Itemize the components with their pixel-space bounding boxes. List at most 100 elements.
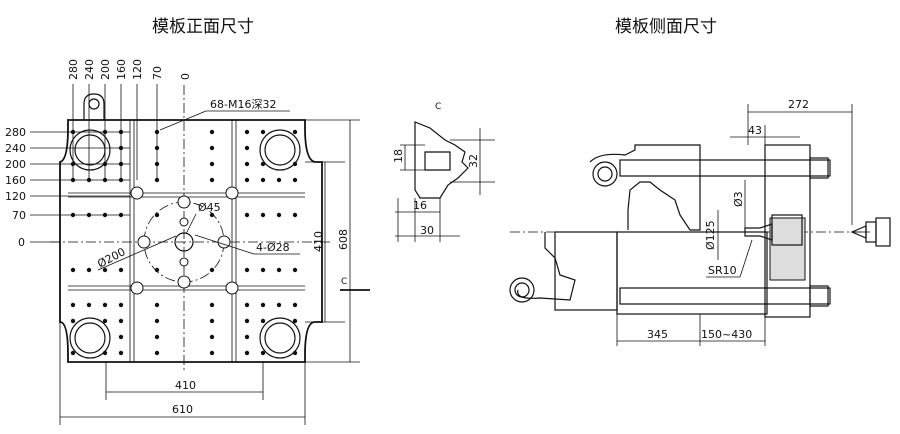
tapped-hole xyxy=(244,161,250,167)
tapped-hole xyxy=(70,267,76,273)
detail-slot xyxy=(424,151,451,171)
tie-bar-top xyxy=(619,159,831,177)
tapped-hole xyxy=(209,129,215,135)
dim-150-430: 150~430 xyxy=(701,328,752,341)
small-hole xyxy=(179,217,189,227)
dim-43: 43 xyxy=(748,124,762,137)
thread-callout: 68-M16深32 xyxy=(210,98,276,111)
tie-bar-hole xyxy=(259,129,301,171)
left-label: 120 xyxy=(5,190,26,203)
tapped-hole xyxy=(260,212,266,218)
tapped-hole xyxy=(209,161,215,167)
moving-platen-lower xyxy=(554,231,618,311)
tie-bar-hole xyxy=(69,129,111,171)
tapped-hole xyxy=(209,302,215,308)
tapped-hole xyxy=(209,350,215,356)
dim-410-horizontal: 410 xyxy=(175,379,196,392)
slot-hole xyxy=(225,186,239,200)
tapped-hole xyxy=(276,302,282,308)
tapped-hole xyxy=(260,129,266,135)
dim-d125: Ø125 xyxy=(704,220,717,250)
dim-30: 30 xyxy=(420,224,434,237)
tapped-hole xyxy=(292,318,298,324)
tie-nut-top xyxy=(809,157,829,179)
tie-bar-inner xyxy=(74,322,106,354)
top-coordinate-labels: 280 240 200 160 120 70 0 xyxy=(67,59,192,80)
tapped-hole xyxy=(244,129,250,135)
side-view: 272 43 Ø3 Ø125 SR10 345 150~430 xyxy=(509,98,891,346)
tapped-hole xyxy=(118,350,124,356)
tapped-hole xyxy=(260,318,266,324)
top-label: 0 xyxy=(179,73,192,80)
tapped-hole xyxy=(118,334,124,340)
tapped-hole xyxy=(118,318,124,324)
slot-hole xyxy=(130,281,144,295)
top-label: 240 xyxy=(83,59,96,80)
injection-unit-body xyxy=(875,217,891,247)
tapped-hole xyxy=(260,350,266,356)
tie-bar-inner xyxy=(74,134,106,166)
top-label: 160 xyxy=(115,59,128,80)
tapped-hole xyxy=(118,267,124,273)
tapped-hole xyxy=(209,318,215,324)
section-mark-c: C xyxy=(341,277,347,287)
tapped-hole xyxy=(154,267,160,273)
holes-leader xyxy=(194,234,255,255)
center-hole xyxy=(174,232,194,252)
lifting-ear xyxy=(83,93,105,120)
top-label: 200 xyxy=(99,59,112,80)
top-label: 280 xyxy=(67,59,80,80)
dim-32: 32 xyxy=(467,154,480,168)
holes-4-label: 4-Ø28 xyxy=(256,241,290,254)
tie-bar-hole xyxy=(259,317,301,359)
tapped-hole xyxy=(244,267,250,273)
left-coordinate-labels: 280 240 200 160 120 70 0 xyxy=(5,126,26,249)
small-hole xyxy=(179,257,189,267)
moving-platen-body xyxy=(616,231,768,315)
front-view: 280 240 200 160 120 70 0 280 240 200 xyxy=(5,59,370,425)
tapped-hole xyxy=(86,302,92,308)
ejector-hole xyxy=(177,195,191,209)
tie-bar-inner xyxy=(264,322,296,354)
ejector-hole xyxy=(177,275,191,289)
tapped-hole xyxy=(276,212,282,218)
tapped-hole xyxy=(260,161,266,167)
tapped-hole xyxy=(70,318,76,324)
top-label: 70 xyxy=(151,66,164,80)
tapped-hole xyxy=(102,302,108,308)
tapped-hole xyxy=(244,318,250,324)
d200-leader xyxy=(97,235,177,271)
dim-16: 16 xyxy=(413,199,427,212)
toggle-pin-bottom xyxy=(509,277,535,303)
tapped-hole xyxy=(118,302,124,308)
d200-label: Ø200 xyxy=(95,245,127,270)
left-label: 280 xyxy=(5,126,26,139)
tapped-hole xyxy=(154,212,160,218)
tapped-hole xyxy=(209,334,215,340)
tie-bar-bottom xyxy=(619,287,831,305)
left-label: 240 xyxy=(5,142,26,155)
tapped-hole xyxy=(244,334,250,340)
ejector-hole xyxy=(137,235,151,249)
lifting-hole xyxy=(88,98,100,110)
ejector-hole xyxy=(217,235,231,249)
slot-hole xyxy=(225,281,239,295)
detail-mark: C xyxy=(435,102,441,112)
toggle-pin-top xyxy=(592,161,618,187)
fixed-platen xyxy=(764,144,811,318)
tapped-hole xyxy=(292,177,298,183)
front-view-title: 模板正面尺寸 xyxy=(152,17,254,37)
dim-272: 272 xyxy=(788,98,809,111)
tie-bar-inner xyxy=(264,134,296,166)
tapped-hole xyxy=(154,302,160,308)
slot-hole xyxy=(130,186,144,200)
dim-610: 610 xyxy=(172,403,193,416)
detail-c: C 18 32 16 30 xyxy=(392,102,495,242)
tapped-hole xyxy=(276,267,282,273)
detail-profile xyxy=(414,121,469,199)
tapped-hole xyxy=(292,302,298,308)
dim-345: 345 xyxy=(647,328,668,341)
tapped-hole xyxy=(154,318,160,324)
